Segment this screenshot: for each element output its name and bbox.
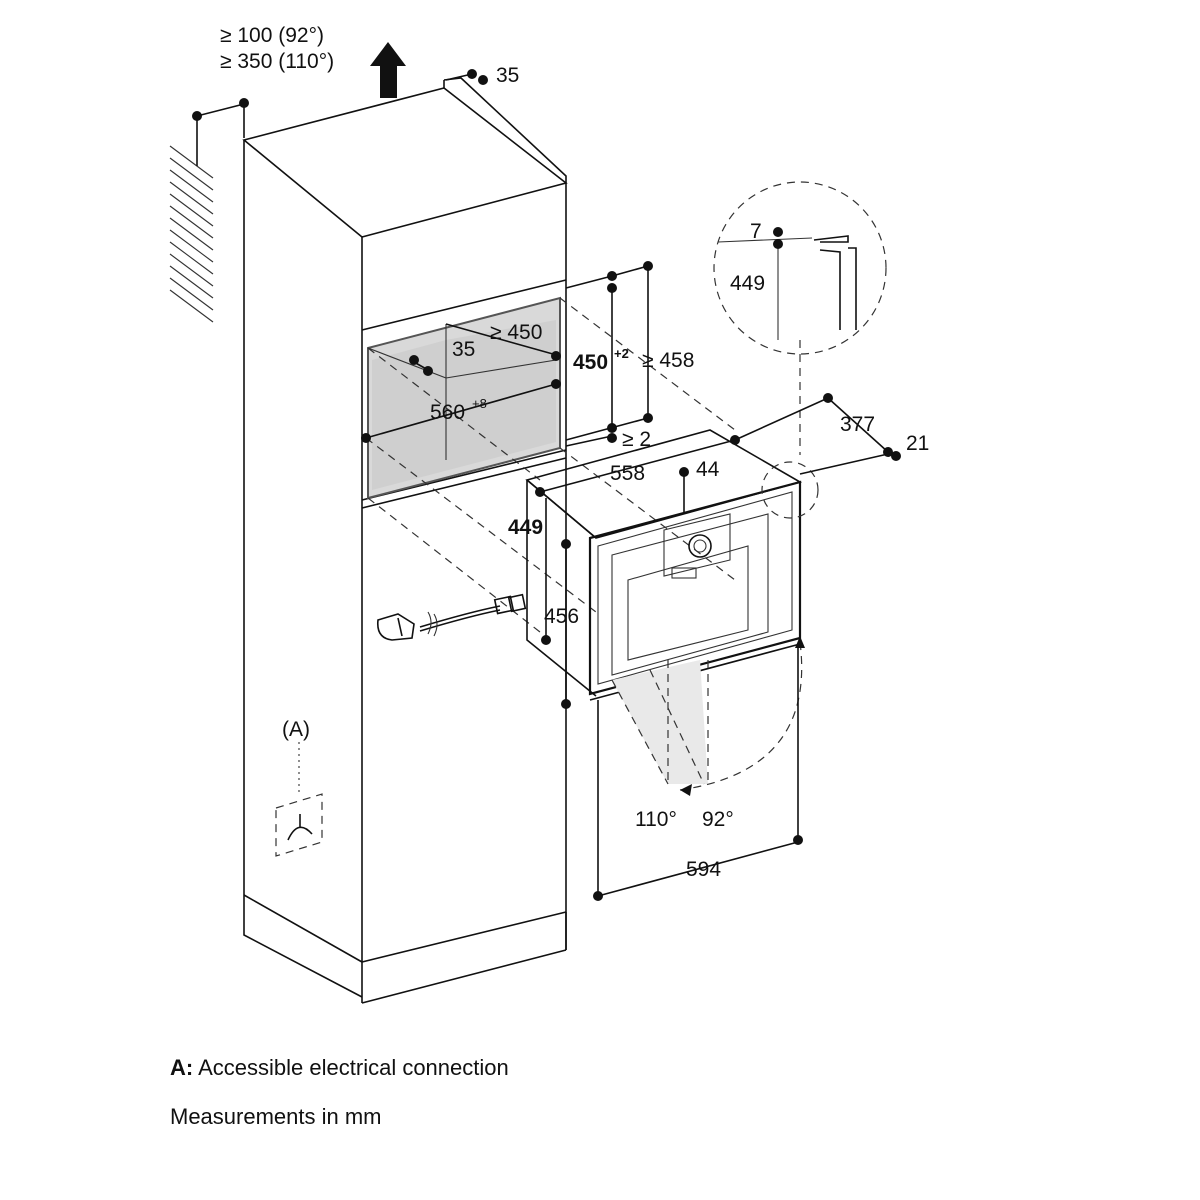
label-appliance-width-front: 594 bbox=[686, 858, 721, 881]
up-arrow-icon bbox=[370, 42, 406, 98]
wall-hatching bbox=[169, 145, 214, 323]
label-door-angle-110: 110° bbox=[635, 808, 677, 831]
legend-electrical-connection: A: Accessible electrical connection bbox=[170, 1055, 509, 1081]
label-appliance-height-body: 449 bbox=[508, 516, 543, 539]
legend-a-key: A: bbox=[170, 1055, 194, 1080]
tall-cabinet bbox=[242, 77, 568, 1004]
label-top-clearance-92: ≥ 100 (92°) bbox=[220, 24, 324, 47]
dimension-lines bbox=[196, 73, 889, 897]
label-niche-depth-min: ≥ 450 bbox=[490, 321, 542, 344]
legend-a-text: Accessible electrical connection bbox=[198, 1055, 509, 1080]
label-detail-gap: 7 bbox=[750, 220, 762, 243]
label-appliance-depth: 377 bbox=[840, 413, 875, 436]
label-niche-height: 450 bbox=[573, 351, 608, 374]
label-marker-a: (A) bbox=[282, 718, 310, 741]
dimension-dots bbox=[192, 69, 901, 901]
label-niche-height-alt: ≥ 458 bbox=[642, 349, 694, 372]
socket-marker bbox=[275, 742, 323, 857]
label-gap-below: ≥ 2 bbox=[622, 428, 651, 451]
label-front-offset: 44 bbox=[696, 458, 720, 481]
label-detail-height: 449 bbox=[730, 272, 765, 295]
dimension-labels: ≥ 100 (92°) ≥ 350 (110°) 35 ≥ 450 35 450… bbox=[220, 24, 929, 881]
label-top-depth: 35 bbox=[496, 64, 519, 87]
legend-units-text: Measurements in mm bbox=[170, 1104, 382, 1129]
label-niche-width: 560 bbox=[430, 401, 465, 424]
label-front-thickness: 21 bbox=[906, 432, 929, 455]
label-appliance-width-body: 558 bbox=[610, 462, 645, 485]
label-niche-inset: 35 bbox=[452, 338, 475, 361]
coffee-machine bbox=[525, 429, 805, 796]
label-door-angle-92: 92° bbox=[702, 808, 734, 831]
detail-circle bbox=[713, 181, 887, 519]
label-top-clearance-110: ≥ 350 (110°) bbox=[220, 50, 334, 73]
legend-units: Measurements in mm bbox=[170, 1104, 382, 1130]
label-appliance-height-front: 456 bbox=[544, 605, 579, 628]
label-niche-height-tol: +2 bbox=[614, 346, 629, 361]
label-niche-width-tol: +8 bbox=[472, 396, 487, 411]
power-cord bbox=[376, 593, 527, 641]
